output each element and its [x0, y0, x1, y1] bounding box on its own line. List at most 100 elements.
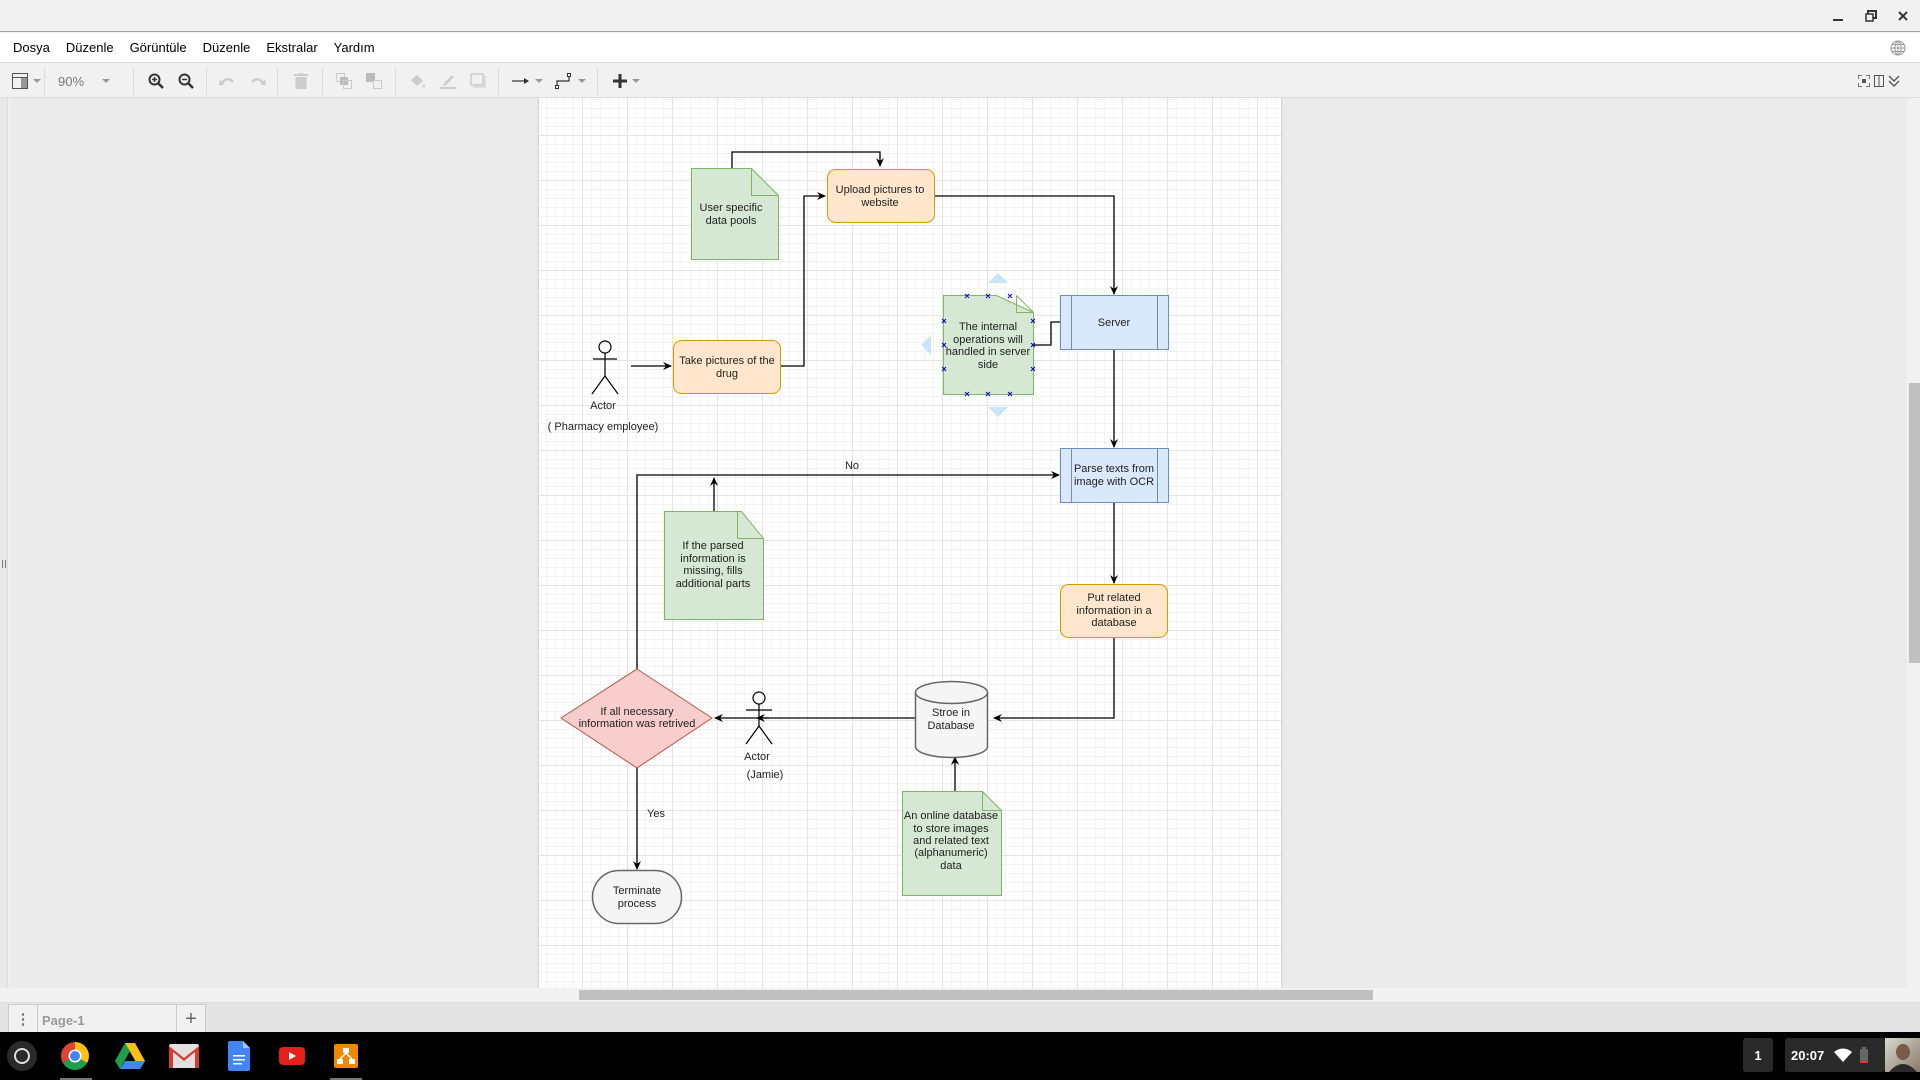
to-back-button[interactable]	[363, 64, 385, 98]
insert-button[interactable]	[608, 64, 644, 98]
vertical-scroll-thumb[interactable]	[1909, 383, 1920, 663]
pencil-icon	[440, 75, 456, 89]
edge-datapools-to-upload[interactable]	[731, 151, 884, 168]
horizontal-scrollbar[interactable]	[9, 988, 1907, 1002]
minimize-button[interactable]	[1827, 6, 1849, 26]
menu-file[interactable]: Dosya	[13, 40, 50, 55]
panel-icon	[1874, 75, 1884, 87]
close-button[interactable]	[1892, 6, 1914, 26]
layout-panel-icon	[11, 73, 28, 89]
process-server[interactable]	[1060, 295, 1169, 350]
avatar-photo	[1889, 1044, 1917, 1072]
delete-button[interactable]	[290, 64, 312, 98]
to-front-button[interactable]	[333, 64, 355, 98]
zoom-in-icon	[148, 73, 164, 89]
launcher-button[interactable]	[6, 1040, 38, 1072]
menu-help[interactable]: Yardım	[333, 40, 375, 55]
waypoints-button[interactable]	[552, 64, 588, 98]
decision-all-info-retrieved[interactable]	[560, 668, 713, 769]
zoom-out-icon	[178, 73, 194, 89]
pages-menu-button[interactable]: ⋮	[8, 1004, 38, 1033]
arrow-down-icon[interactable]	[988, 407, 1008, 417]
collapse-toolbar-button[interactable]	[1886, 64, 1902, 98]
workspace-number: 1	[1754, 1047, 1762, 1063]
toolbar-divider	[597, 67, 598, 95]
taskbar-app-youtube[interactable]	[276, 1040, 308, 1072]
toolbar-divider	[133, 67, 134, 95]
note-fill-missing[interactable]	[664, 511, 764, 620]
menu-edit[interactable]: Düzenle	[65, 40, 114, 55]
undo-button[interactable]	[216, 64, 238, 98]
taskbar-app-docs[interactable]	[223, 1040, 255, 1072]
panel-resize-handle[interactable]	[2, 560, 6, 568]
system-tray[interactable]: 20:07	[1785, 1038, 1885, 1072]
add-page-button[interactable]: +	[176, 1004, 206, 1033]
shapes-panel-collapsed[interactable]	[0, 98, 8, 988]
format-panel-toggle-button[interactable]	[8, 64, 44, 98]
fill-color-button[interactable]	[406, 64, 428, 98]
edge-put-to-store[interactable]	[993, 638, 1115, 722]
google-drive-icon	[115, 1043, 145, 1069]
menu-extras[interactable]: Ekstralar	[266, 40, 318, 55]
user-avatar[interactable]	[1885, 1038, 1920, 1072]
wifi-icon	[1834, 1048, 1853, 1062]
connection-style-button[interactable]	[509, 64, 545, 98]
launcher-icon	[7, 1041, 37, 1071]
toolbar-divider	[498, 67, 499, 95]
language-globe-icon[interactable]	[1890, 40, 1906, 56]
database-store[interactable]	[914, 680, 989, 759]
process-parse-ocr[interactable]	[1060, 448, 1169, 503]
label-actor-1-role: ( Pharmacy employee)	[548, 421, 659, 433]
clone-arrows[interactable]	[921, 273, 1008, 417]
edge-decision-no-to-parse[interactable]	[636, 471, 1060, 670]
double-chevron-down-icon	[1888, 75, 1900, 87]
arrow-up-icon[interactable]	[988, 273, 1008, 283]
taskbar-app-drive[interactable]	[114, 1040, 146, 1072]
selection-handles[interactable]	[941, 293, 1036, 397]
taskbar-app-drawio[interactable]	[330, 1040, 362, 1072]
line-color-button[interactable]	[436, 64, 460, 98]
minimize-icon	[1833, 19, 1843, 21]
redo-button[interactable]	[247, 64, 269, 98]
zoom-select[interactable]: 90%	[58, 64, 124, 98]
format-panel-button[interactable]	[1872, 64, 1886, 98]
shadow-button[interactable]	[467, 64, 489, 98]
page-tab-1[interactable]: Page-1	[38, 1004, 176, 1033]
fullscreen-button[interactable]	[1856, 64, 1872, 98]
zoom-out-button[interactable]	[175, 64, 197, 98]
menu-view[interactable]: Görüntüle	[129, 40, 187, 55]
arrow-left-icon[interactable]	[921, 335, 931, 355]
process-take-pictures[interactable]	[673, 340, 781, 394]
zoom-in-button[interactable]	[145, 64, 167, 98]
process-put-related[interactable]	[1060, 584, 1168, 638]
taskbar-app-chrome[interactable]	[59, 1040, 91, 1072]
edge-upload-to-server[interactable]	[934, 195, 1118, 295]
actor-jamie[interactable]	[745, 691, 773, 745]
menu-arrange[interactable]: Düzenle	[202, 40, 251, 55]
actor-pharmacy-employee[interactable]	[591, 340, 619, 395]
arrow-right-icon	[511, 78, 529, 84]
vertical-scrollbar[interactable]	[1907, 98, 1920, 988]
workspace-indicator[interactable]: 1	[1743, 1038, 1773, 1072]
bring-to-front-icon	[336, 73, 352, 89]
restore-button[interactable]	[1860, 6, 1882, 26]
horizontal-scroll-thumb[interactable]	[579, 990, 1373, 1000]
taskbar-app-gmail[interactable]	[168, 1040, 200, 1072]
terminator-terminate-process[interactable]	[591, 869, 683, 925]
redo-icon	[251, 78, 266, 85]
clock-time: 20:07	[1791, 1047, 1825, 1063]
label-server: Server	[1098, 317, 1131, 329]
note-online-database[interactable]	[902, 791, 1002, 896]
edge-take-to-upload[interactable]	[781, 192, 826, 367]
process-upload-pictures[interactable]	[827, 169, 935, 223]
note-user-data-pools[interactable]	[691, 168, 779, 260]
